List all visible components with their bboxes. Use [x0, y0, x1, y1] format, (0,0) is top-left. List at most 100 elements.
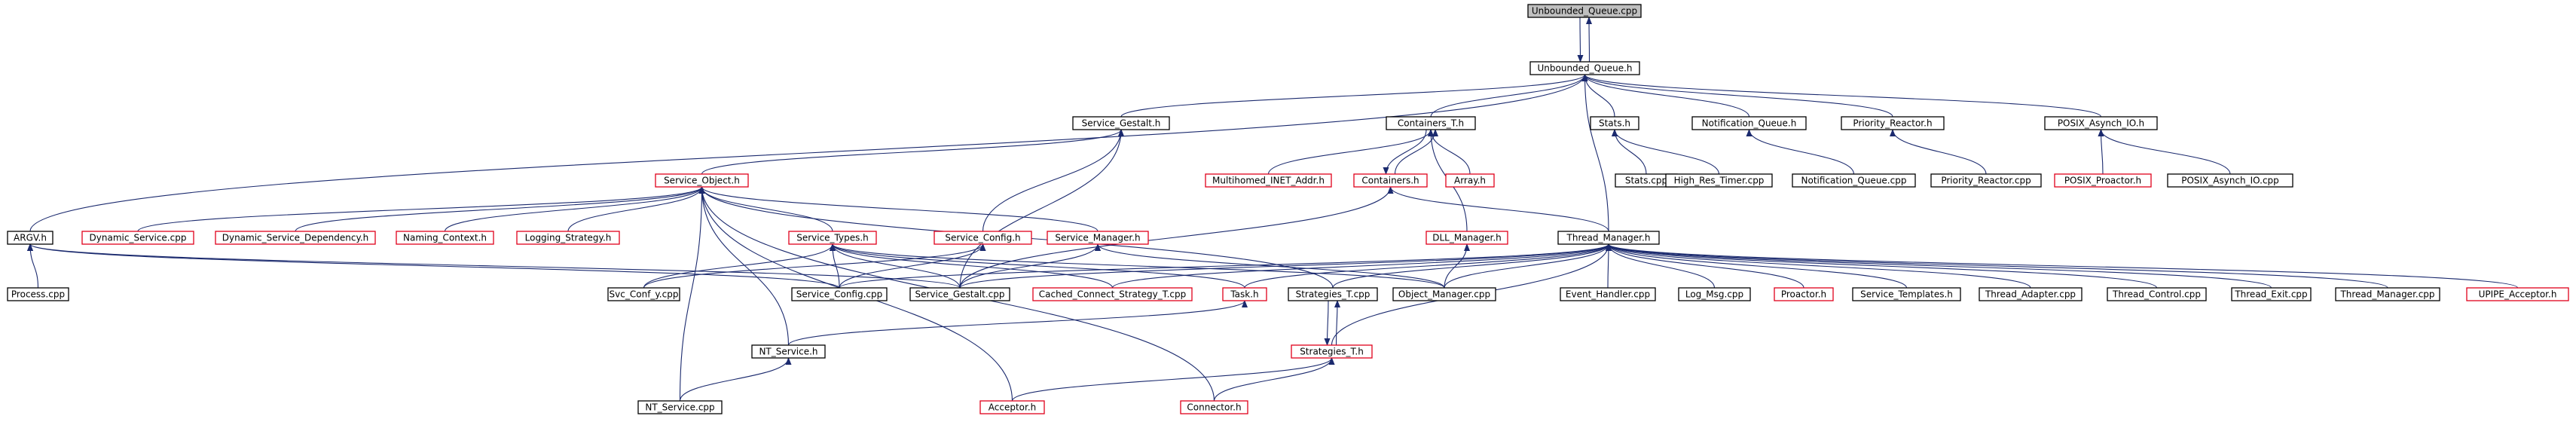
edge-n5-to-n1: [1581, 74, 1750, 118]
node-label: Service_Manager.h: [1055, 233, 1140, 243]
graph-node-service-templates-h[interactable]: Service_Templates.h: [1852, 287, 1961, 301]
graph-node-service-object-h[interactable]: Service_Object.h: [655, 173, 749, 188]
edge-n13-to-n5: [1746, 129, 1855, 175]
node-label: UPIPE_Acceptor.h: [2479, 289, 2557, 300]
graph-node-dll-manager-h[interactable]: DLL_Manager.h: [1426, 231, 1508, 245]
graph-node-upipe-acceptor-h[interactable]: UPIPE_Acceptor.h: [2466, 287, 2569, 301]
node-label: Log_Msg.cpp: [1685, 289, 1743, 300]
node-label: Logging_Strategy.h: [525, 233, 612, 243]
node-box: [2466, 287, 2569, 301]
graph-node-array-h[interactable]: Array.h: [1445, 173, 1495, 188]
graph-node-posix-proactor-h[interactable]: POSIX_Proactor.h: [2054, 173, 2152, 188]
graph-node-object-manager-cpp[interactable]: Object_Manager.cpp: [1392, 287, 1496, 301]
graph-node-posix-asynch-io-cpp[interactable]: POSIX_Asynch_IO.cpp: [2167, 173, 2293, 188]
graph-node-dynamic-service-dependency-h[interactable]: Dynamic_Service_Dependency.h: [215, 231, 376, 245]
graph-node-proactor-h[interactable]: Proactor.h: [1774, 287, 1834, 301]
graph-node-thread-manager-h[interactable]: Thread_Manager.h: [1557, 231, 1660, 245]
node-box: [751, 344, 826, 359]
node-label: Unbounded_Queue.h: [1537, 63, 1632, 74]
graph-node-logging-strategy-h[interactable]: Logging_Strategy.h: [516, 231, 620, 245]
graph-node-acceptor-h[interactable]: Acceptor.h: [979, 400, 1045, 414]
graph-node-task-h[interactable]: Task.h: [1222, 287, 1267, 301]
node-label: Process.cpp: [11, 289, 65, 300]
edge-n20-to-n17: [295, 186, 705, 232]
graph-node-unbounded-queue-cpp[interactable]: Unbounded_Queue.cpp: [1527, 4, 1642, 18]
graph-node-posix-asynch-io-h[interactable]: POSIX_Asynch_IO.h: [2044, 116, 2158, 130]
graph-node-nt-service-cpp[interactable]: NT_Service.cpp: [637, 400, 723, 414]
graph-node-notification-queue-cpp[interactable]: Notification_Queue.cpp: [1792, 173, 1916, 188]
edge-n18-to-n1: [29, 74, 1588, 232]
graph-node-priority-reactor-cpp[interactable]: Priority_Reactor.cpp: [1930, 173, 2042, 188]
node-box: [979, 400, 1045, 414]
node-label: Svc_Conf_y.cpp: [610, 289, 679, 300]
node-box: [1774, 287, 1834, 301]
edge-n27-to-n9: [1387, 186, 1609, 232]
graph-node-cached-connect-strategy-t-cpp[interactable]: Cached_Connect_Strategy_T.cpp: [1032, 287, 1193, 301]
edge-n30-to-n27: [839, 243, 1612, 289]
node-label: Service_Object.h: [664, 176, 740, 186]
node-box: [1841, 116, 1945, 130]
graph-node-stats-h[interactable]: Stats.h: [1590, 116, 1639, 130]
node-box: [1979, 287, 2082, 301]
edge-n31-to-n25: [959, 243, 1101, 289]
graph-node-priority-reactor-h[interactable]: Priority_Reactor.h: [1841, 116, 1945, 130]
edge-n42-to-n27: [1606, 243, 2272, 289]
graph-node-unbounded-queue-h[interactable]: Unbounded_Queue.h: [1529, 61, 1640, 75]
node-box: [1930, 173, 2042, 188]
graph-node-process-cpp[interactable]: Process.cpp: [7, 287, 69, 301]
node-box: [1852, 287, 1961, 301]
graph-node-connector-h[interactable]: Connector.h: [1180, 400, 1248, 414]
edge-n30-to-n18: [27, 243, 840, 289]
graph-node-svc-conf-y-cpp[interactable]: Svc_Conf_y.cpp: [607, 287, 680, 301]
graph-node-stats-cpp[interactable]: Stats.cpp: [1615, 173, 1678, 188]
node-label: Dynamic_Service_Dependency.h: [222, 233, 369, 243]
graph-node-service-config-cpp[interactable]: Service_Config.cpp: [791, 287, 888, 301]
node-label: Thread_Manager.cpp: [2339, 289, 2434, 300]
node-box: [788, 231, 877, 245]
graph-node-strategies-t-h[interactable]: Strategies_T.h: [1291, 344, 1373, 359]
graph-node-naming-context-h[interactable]: Naming_Context.h: [396, 231, 494, 245]
node-box: [1222, 287, 1267, 301]
edge-n3-to-n9: [1383, 129, 1427, 175]
edge-n35-to-n27: [1444, 243, 1612, 289]
node-label: Task.h: [1230, 289, 1258, 300]
edge-n6-to-n1: [1581, 74, 1893, 118]
node-box: [1560, 287, 1656, 301]
graph-node-multihomed-inet-addr-h[interactable]: Multihomed_INET_Addr.h: [1205, 173, 1332, 188]
graph-node-service-config-h[interactable]: Service_Config.h: [934, 231, 1032, 245]
node-box: [1353, 173, 1428, 188]
graph-node-notification-queue-h[interactable]: Notification_Queue.h: [1691, 116, 1807, 130]
graph-node-argv-h[interactable]: ARGV.h: [7, 231, 53, 245]
edge-n35-to-n25: [1095, 243, 1445, 289]
edge-n31-to-n2: [959, 129, 1124, 289]
edge-n48-to-n46: [1011, 357, 1335, 402]
graph-node-thread-exit-cpp[interactable]: Thread_Exit.cpp: [2231, 287, 2312, 301]
node-label: Service_Templates.h: [1860, 289, 1953, 300]
graph-node-service-gestalt-cpp[interactable]: Service_Gestalt.cpp: [909, 287, 1010, 301]
node-label: Thread_Adapter.cpp: [1985, 289, 2076, 300]
node-box: [1386, 116, 1476, 130]
graph-node-containers-h[interactable]: Containers.h: [1353, 173, 1428, 188]
node-box: [637, 400, 723, 414]
edge-n44-to-n27: [1606, 243, 2519, 289]
graph-node-high-res-timer-cpp[interactable]: High_Res_Timer.cpp: [1665, 173, 1773, 188]
node-label: NT_Service.cpp: [645, 402, 714, 413]
graph-node-service-types-h[interactable]: Service_Types.h: [788, 231, 877, 245]
graph-node-strategies-t-cpp[interactable]: Strategies_T.cpp: [1288, 287, 1378, 301]
graph-node-thread-control-cpp[interactable]: Thread_Control.cpp: [2107, 287, 2207, 301]
graph-node-event-handler-cpp[interactable]: Event_Handler.cpp: [1560, 287, 1656, 301]
edge-n30-to-n24: [839, 243, 986, 289]
node-box: [81, 231, 194, 245]
graph-node-thread-manager-cpp[interactable]: Thread_Manager.cpp: [2335, 287, 2440, 301]
graph-node-thread-adapter-cpp[interactable]: Thread_Adapter.cpp: [1979, 287, 2082, 301]
graph-node-log-msg-cpp[interactable]: Log_Msg.cpp: [1678, 287, 1751, 301]
graph-node-service-gestalt-h[interactable]: Service_Gestalt.h: [1072, 116, 1170, 130]
graph-node-containers-t-h[interactable]: Containers_T.h: [1386, 116, 1476, 130]
node-label: Connector.h: [1187, 402, 1241, 413]
graph-node-nt-service-h[interactable]: NT_Service.h: [751, 344, 826, 359]
graph-node-service-manager-h[interactable]: Service_Manager.h: [1047, 231, 1149, 245]
graph-node-dynamic-service-cpp[interactable]: Dynamic_Service.cpp: [81, 231, 194, 245]
node-box: [516, 231, 620, 245]
edge-n35-to-n26: [1444, 243, 1470, 289]
